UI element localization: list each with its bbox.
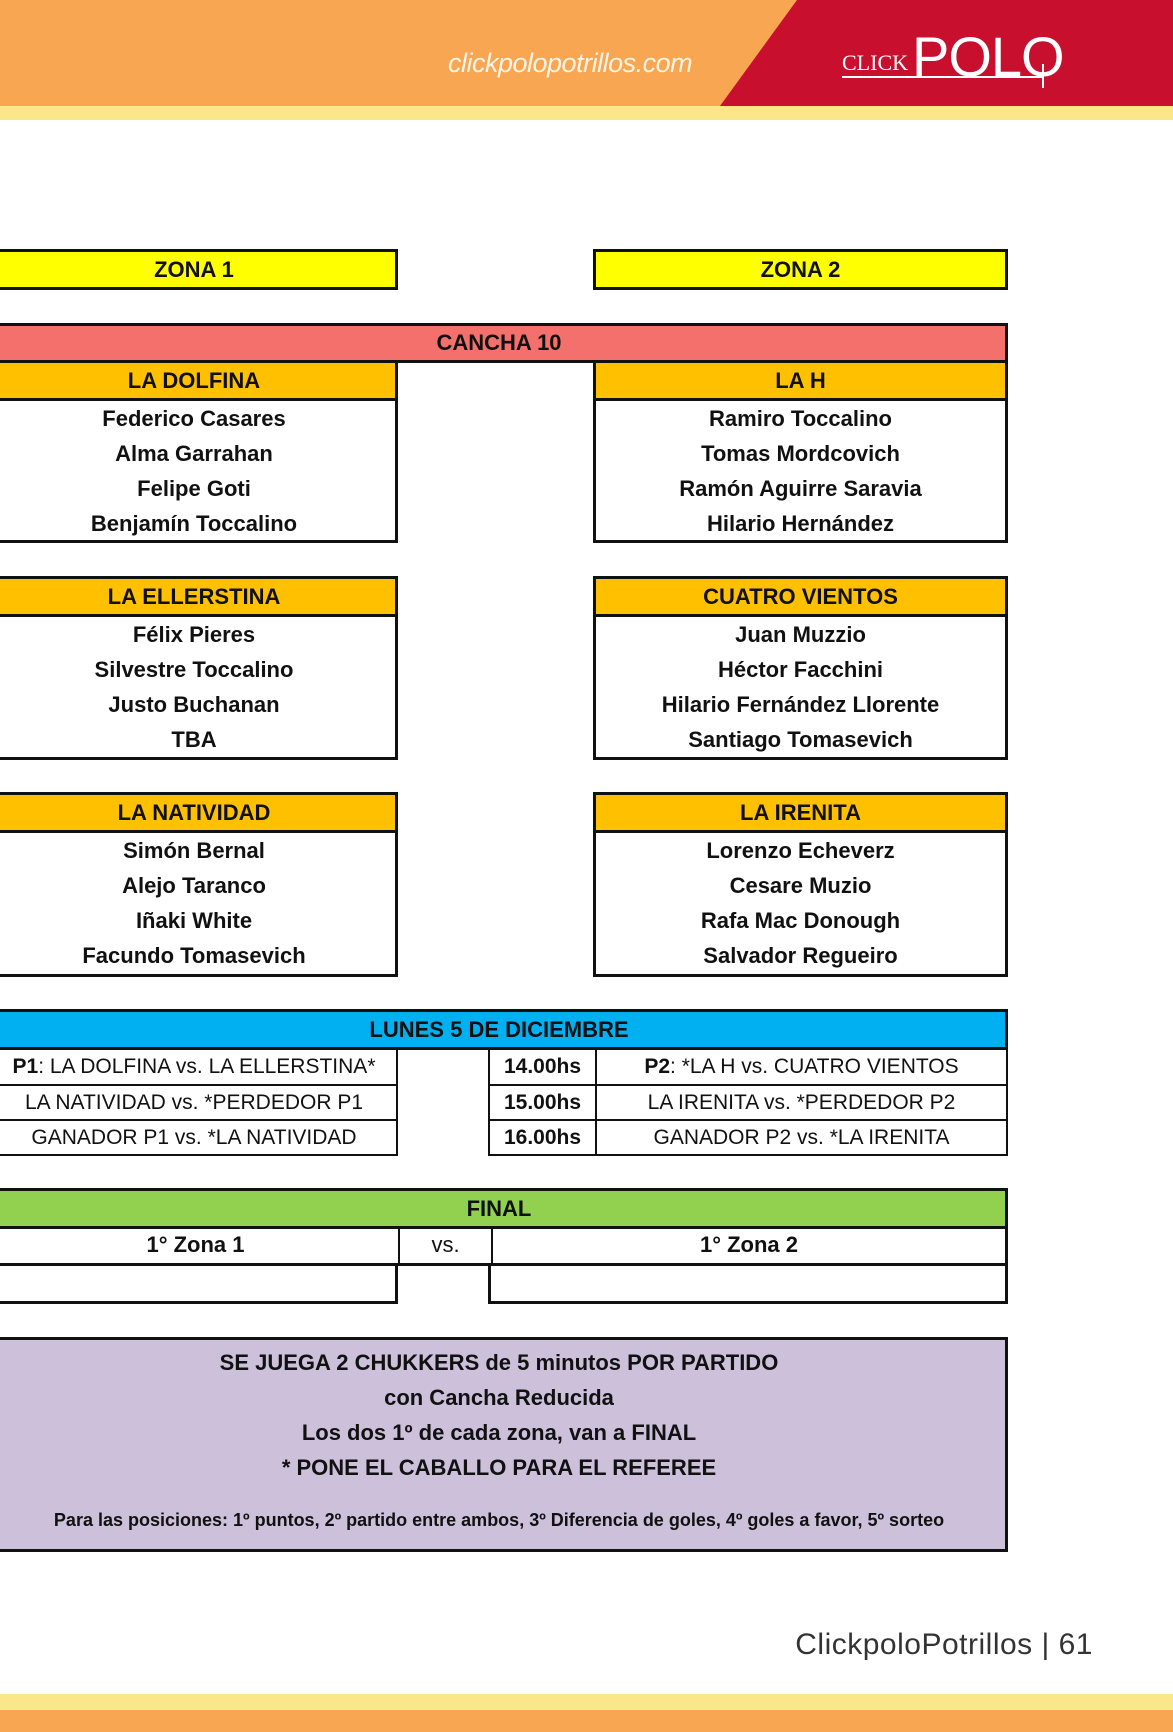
match-row: LA NATIVIDAD vs. *PERDEDOR P1 bbox=[24, 1090, 364, 1114]
team-box-natividad: LA NATIVIDAD Simón Bernal Alejo Taranco … bbox=[0, 792, 398, 977]
final-row: 1° Zona 1 vs. 1° Zona 2 bbox=[0, 1226, 1008, 1266]
final-right-slot: 1° Zona 2 bbox=[699, 1231, 799, 1257]
team-name: LA DOLFINA bbox=[0, 363, 395, 401]
team-box-dolfina: LA DOLFINA Federico Casares Alma Garraha… bbox=[0, 360, 398, 543]
player: Felipe Goti bbox=[137, 475, 251, 501]
player: Salvador Regueiro bbox=[703, 943, 898, 968]
player: Alejo Taranco bbox=[122, 872, 266, 898]
player: Iñaki White bbox=[135, 907, 253, 933]
player: Benjamín Toccalino bbox=[90, 510, 298, 536]
player: Héctor Facchini bbox=[717, 656, 884, 682]
player: Cesare Muzio bbox=[729, 872, 872, 898]
player: Félix Pieres bbox=[132, 621, 256, 647]
rule-line: SE JUEGA 2 CHUKKERS de 5 minutos POR PAR… bbox=[219, 1350, 779, 1375]
page-footer: ClickpoloPotrillos | 61 bbox=[795, 1628, 1093, 1661]
header-stripe bbox=[0, 106, 1173, 120]
match-row: GANADOR P1 vs. *LA NATIVIDAD bbox=[31, 1125, 357, 1149]
player: Facundo Tomasevich bbox=[82, 943, 306, 968]
player: Federico Casares bbox=[102, 405, 286, 431]
team-name: CUATRO VIENTOS bbox=[596, 579, 1005, 617]
final-right-result bbox=[488, 1266, 1008, 1304]
player: Lorenzo Echeverz bbox=[706, 837, 895, 863]
team-name: LA H bbox=[596, 363, 1005, 401]
team-box-irenita: LA IRENITA Lorenzo Echeverz Cesare Muzio… bbox=[593, 792, 1008, 977]
match-time: 14.00hs bbox=[503, 1055, 582, 1078]
player: Justo Buchanan bbox=[108, 691, 280, 717]
team-name: LA NATIVIDAD bbox=[0, 795, 395, 833]
cancha-header: CANCHA 10 bbox=[0, 323, 1008, 363]
player: Simón Bernal bbox=[123, 837, 265, 863]
footer-band bbox=[0, 1710, 1173, 1732]
schedule-left-table: P1: LA DOLFINA vs. LA ELLERSTINA* LA NAT… bbox=[0, 1050, 398, 1156]
match-row: P1: LA DOLFINA vs. LA ELLERSTINA* bbox=[12, 1055, 376, 1078]
schedule-right-table: 14.00hs P2: *LA H vs. CUATRO VIENTOS 15.… bbox=[488, 1050, 1008, 1156]
site-url[interactable]: clickpolopotrillos.com bbox=[448, 48, 693, 78]
player: Ramón Aguirre Saravia bbox=[679, 475, 922, 501]
match-row: GANADOR P2 vs. *LA IRENITA bbox=[653, 1125, 950, 1149]
player: Santiago Tomasevich bbox=[688, 726, 913, 752]
player: Ramiro Toccalino bbox=[709, 405, 892, 431]
rule-line: con Cancha Reducida bbox=[384, 1385, 614, 1410]
match-time: 16.00hs bbox=[503, 1125, 582, 1149]
team-name: LA ELLERSTINA bbox=[0, 579, 395, 617]
team-box-la-h: LA H Ramiro Toccalino Tomas Mordcovich R… bbox=[593, 360, 1008, 543]
rules-box: SE JUEGA 2 CHUKKERS de 5 minutos POR PAR… bbox=[0, 1337, 1008, 1552]
player: Hilario Fernández Llorente bbox=[661, 691, 940, 717]
final-left-slot: 1° Zona 1 bbox=[146, 1231, 245, 1257]
schedule-date-header: LUNES 5 DE DICIEMBRE bbox=[0, 1009, 1008, 1050]
rule-line: Los dos 1º de cada zona, van a FINAL bbox=[301, 1420, 697, 1445]
player: Tomas Mordcovich bbox=[701, 440, 900, 466]
match-row: P2: *LA H vs. CUATRO VIENTOS bbox=[644, 1055, 959, 1078]
player: Alma Garrahan bbox=[115, 440, 273, 466]
player: Juan Muzzio bbox=[735, 621, 866, 647]
player: Rafa Mac Donough bbox=[700, 907, 901, 933]
tiebreak-rule: Para las posiciones: 1º puntos, 2º parti… bbox=[53, 1509, 945, 1530]
final-left-result bbox=[0, 1266, 398, 1304]
player: TBA bbox=[171, 726, 217, 752]
final-header: FINAL bbox=[0, 1188, 1008, 1229]
team-name: LA IRENITA bbox=[596, 795, 1005, 833]
rule-line: * PONE EL CABALLO PARA EL REFEREE bbox=[281, 1455, 717, 1480]
player: Hilario Hernández bbox=[706, 510, 895, 536]
footer-stripe bbox=[0, 1694, 1173, 1710]
header-logo-band bbox=[720, 0, 1173, 106]
final-vs: vs. bbox=[431, 1231, 460, 1257]
team-box-ellerstina: LA ELLERSTINA Félix Pieres Silvestre Toc… bbox=[0, 576, 398, 760]
clickpolo-logo: CLICK POLO bbox=[842, 25, 1065, 88]
player: Silvestre Toccalino bbox=[94, 656, 294, 682]
team-box-cuatro-vientos: CUATRO VIENTOS Juan Muzzio Héctor Facchi… bbox=[593, 576, 1008, 760]
zone-1-header: ZONA 1 bbox=[0, 249, 398, 290]
zone-2-header: ZONA 2 bbox=[593, 249, 1008, 290]
match-time: 15.00hs bbox=[503, 1090, 582, 1114]
match-row: LA IRENITA vs. *PERDEDOR P2 bbox=[647, 1090, 956, 1114]
